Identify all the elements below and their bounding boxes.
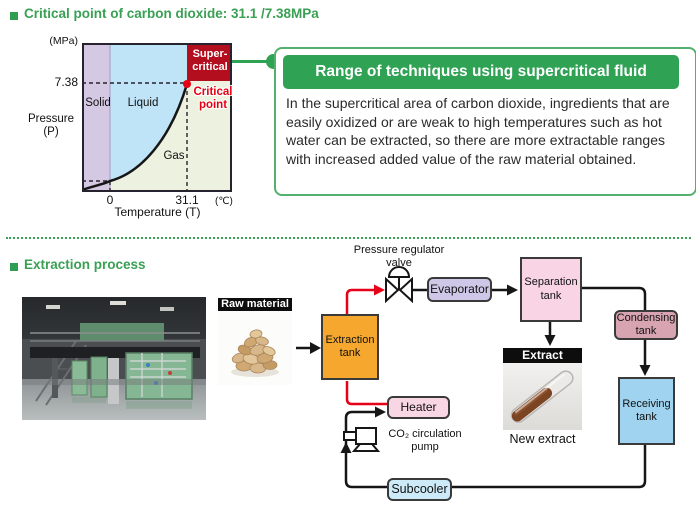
raw-material-photo [218, 311, 292, 385]
supercritical-region [187, 43, 232, 81]
node-condensing-tank: Condensing tank [614, 310, 678, 340]
solid-region [82, 43, 110, 192]
y-axis-unit: (MPa) [49, 35, 78, 47]
info-box-body: In the supercritical area of carbon diox… [286, 95, 670, 167]
critical-point-label: Critical point [193, 86, 233, 112]
flow-arrow [490, 284, 518, 296]
node-subcooler: Subcooler [387, 478, 452, 501]
region-label-liquid: Liquid [127, 97, 159, 109]
flow-arrow [296, 342, 321, 354]
flow-arrow [580, 286, 651, 376]
node-extraction-tank: Extraction tank [321, 314, 379, 380]
node-evaporator: Evaporator [427, 277, 492, 302]
section-title-critical-point: Critical point of carbon dioxide: 31.1 /… [24, 6, 319, 21]
node-receiving-tank: Receiving tank [618, 377, 675, 445]
y-tick-738: 7.38 [54, 75, 78, 89]
liquid-region [110, 43, 187, 181]
x-tick-0: 0 [106, 193, 114, 207]
region-label-supercritical: Super-critical [192, 48, 228, 74]
plot-border [82, 43, 232, 192]
x-axis-label: Temperature (T) [114, 205, 201, 219]
raw-material-label: Raw material [218, 298, 292, 311]
region-label-solid: Solid [85, 97, 111, 109]
phase-diagram-chart [82, 43, 232, 192]
test-tube-icon [510, 370, 574, 423]
pump-label: CO₂ circulation pump [388, 428, 462, 453]
x-tick-311: 31.1 [175, 193, 199, 207]
section-title-extraction-process: Extraction process [24, 257, 146, 272]
connector-line [232, 60, 272, 63]
hot-co2-line [345, 284, 385, 314]
extract-label: Extract [503, 348, 582, 363]
extract-photo [503, 363, 582, 430]
hot-co2-line [345, 381, 387, 406]
section-divider [6, 237, 691, 239]
factory-photo [22, 297, 206, 420]
node-separation-tank: Separation tank [520, 257, 582, 322]
flow-arrow [544, 322, 556, 346]
new-extract-caption: New extract [509, 432, 576, 446]
critical-point-dot [183, 80, 191, 88]
flow-arrow [340, 406, 387, 489]
y-axis-label: Pressure (P) [27, 113, 75, 139]
region-label-gas: Gas [163, 150, 185, 162]
pressure-valve-icon [385, 266, 413, 304]
pump-icon [343, 427, 381, 452]
node-heater: Heater [387, 396, 450, 419]
section-bullet-icon [10, 12, 18, 20]
x-axis-unit: (℃) [215, 196, 233, 207]
vapor-pressure-curve [82, 83, 189, 192]
pressure-valve-label: Pressure regulator valve [353, 244, 445, 269]
section-bullet-icon [10, 263, 18, 271]
info-box-heading: Range of techniques using supercritical … [283, 55, 679, 89]
